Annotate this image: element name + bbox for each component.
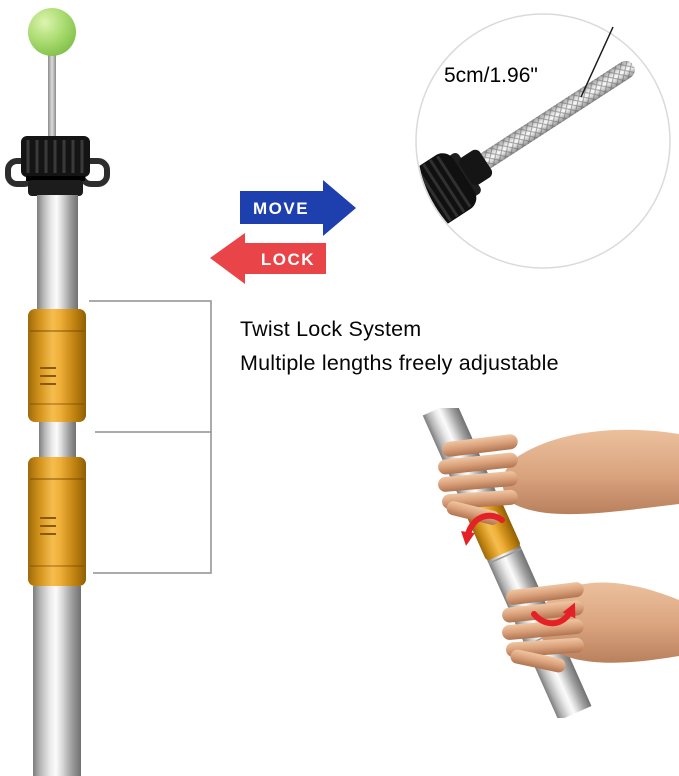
- pole-antenna-rod: [48, 46, 56, 144]
- pole-tube-upper: [37, 195, 78, 311]
- lower-hand: [502, 582, 679, 673]
- pole-tube-lower: [33, 586, 81, 776]
- lock-collar-lower: [28, 457, 86, 586]
- cap-body-closeup: [417, 153, 477, 239]
- move-arrow-icon: MOVE: [240, 180, 356, 236]
- pole-top-ball: [28, 8, 76, 56]
- cap-detail-photo: [415, 13, 671, 269]
- lock-arrow-label: LOCK: [261, 250, 315, 269]
- lock-collar-upper: [28, 309, 86, 422]
- rotation-arrow-upper-icon: [461, 512, 505, 546]
- cap-detail-callout: 5cm/1.96": [414, 12, 672, 270]
- section-bracket: [89, 300, 212, 574]
- feature-text: Twist Lock System Multiple lengths freel…: [240, 312, 559, 380]
- upper-hand: [438, 429, 679, 525]
- twist-demo-photo: [422, 408, 679, 718]
- twist-lock-cap: [5, 136, 110, 196]
- direction-arrows: MOVE LOCK: [210, 180, 356, 284]
- feature-title: Twist Lock System: [240, 317, 422, 341]
- feature-subtitle: Multiple lengths freely adjustable: [240, 351, 559, 375]
- lower-thumb: [510, 649, 566, 673]
- pole-illustration: [5, 8, 110, 776]
- measurement-label: 5cm/1.96": [444, 64, 538, 87]
- move-arrow-label: MOVE: [253, 199, 309, 218]
- pole-tube-middle: [39, 422, 76, 457]
- measurement-pointer-line: [580, 26, 614, 98]
- lock-arrow-icon: LOCK: [210, 233, 326, 284]
- rotation-arrow-lower-icon: [531, 602, 576, 627]
